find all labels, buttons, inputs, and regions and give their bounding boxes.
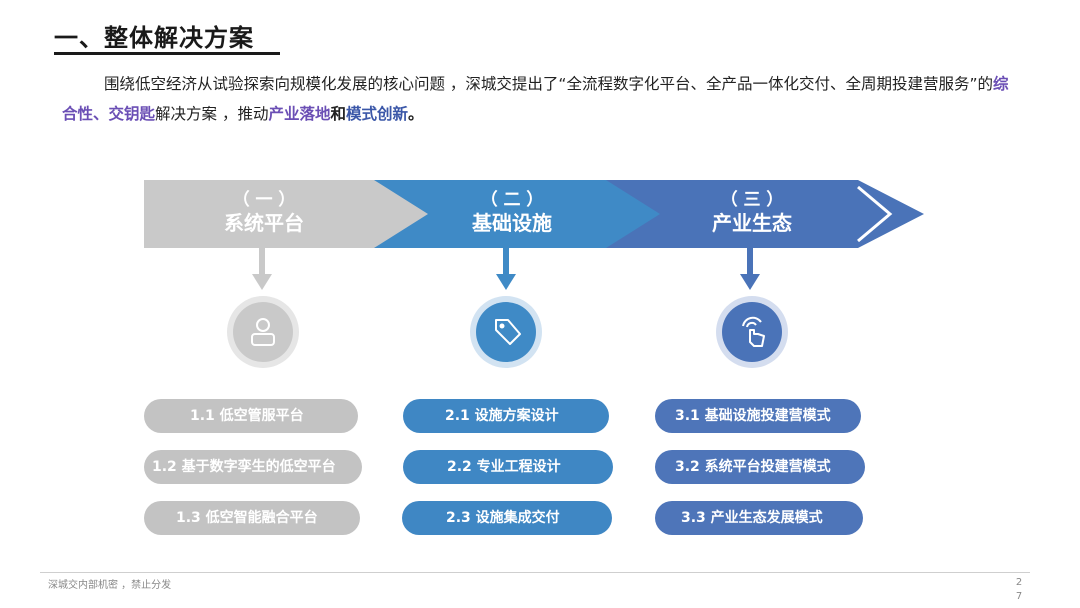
infra-item-2: 2.2 专业工程设计 — [403, 450, 613, 484]
ecology-circle — [716, 296, 788, 368]
phase-name: 系统平台 — [224, 211, 304, 235]
page-title: 一、整体解决方案 — [54, 24, 254, 52]
tag-icon — [495, 319, 521, 345]
platform-item-3: 1.3 低空智能融合平台 — [144, 501, 360, 535]
infra-item-1: 2.1 设施方案设计 — [403, 399, 609, 433]
intro-highlight-innovation: 模式创新 — [345, 105, 408, 123]
phase-number: （ 一 ） — [232, 190, 296, 210]
phase-name: 产业生态 — [712, 211, 792, 235]
phase-label-platform: （ 一 ） 系统平台 — [196, 190, 332, 236]
item-label: 2.3 设施集成交付 — [446, 510, 560, 526]
item-label: 1.2 基于数字孪生的低空平台 — [152, 459, 336, 475]
item-label: 3.3 产业生态发展模式 — [681, 510, 823, 526]
infra-circle — [470, 296, 542, 368]
intro-paragraph: 围绕低空经济从试验探索向规模化发展的核心问题 ，深城交提出了“全流程数字化平台、… — [62, 69, 1022, 129]
item-label: 2.1 设施方案设计 — [445, 408, 559, 424]
touch-icon — [742, 316, 765, 347]
ecology-item-2: 3.2 系统平台投建营模式 — [655, 450, 865, 484]
phase-label-ecology: （ 三 ） 产业生态 — [684, 190, 820, 236]
platform-item-1: 1.1 低空管服平台 — [144, 399, 358, 433]
user-icon — [251, 318, 275, 346]
intro-highlight-landing: 产业落地 — [268, 105, 331, 123]
intro-text-1: 围绕低空经济从试验探索向规模化发展的核心问题 ，深城交提出了“全流程数字化平台、… — [104, 75, 993, 93]
down-arrow-platform — [252, 248, 272, 290]
infra-item-3: 2.3 设施集成交付 — [402, 501, 612, 535]
intro-highlight-turnkey: 综合性、交钥匙 — [62, 75, 1009, 123]
down-arrow-ecology — [740, 248, 760, 290]
item-label: 3.1 基础设施投建营模式 — [675, 408, 831, 424]
phase-arrow-platform — [144, 180, 436, 248]
ecology-item-3: 3.3 产业生态发展模式 — [655, 501, 863, 535]
platform-circle — [227, 296, 299, 368]
down-arrow-infra — [496, 248, 516, 290]
item-label: 1.1 低空管服平台 — [190, 408, 304, 424]
item-label: 1.3 低空智能融合平台 — [176, 510, 318, 526]
phase-number: （ 三 ） — [720, 190, 784, 210]
item-label: 2.2 专业工程设计 — [447, 459, 561, 475]
phase-arrow-infra — [374, 180, 672, 248]
arrow-tip-detail — [857, 185, 893, 243]
page-title-block: 一、整体解决方案 — [54, 18, 284, 55]
item-label: 3.2 系统平台投建营模式 — [675, 459, 831, 475]
platform-item-2: 1.2 基于数字孪生的低空平台 — [144, 450, 362, 484]
phase-number: （ 二 ） — [480, 190, 544, 210]
intro-text-2: 解决方案 ，推动 — [155, 105, 269, 123]
page-number: 27 — [1015, 577, 1023, 602]
ecology-item-1: 3.1 基础设施投建营模式 — [655, 399, 861, 433]
footer-divider — [40, 572, 1030, 573]
intro-text-3: 和 — [330, 105, 346, 123]
intro-text-4: 。 — [408, 105, 424, 123]
phase-label-infra: （ 二 ） 基础设施 — [444, 190, 580, 236]
footer-confidential: 深城交内部机密 ，禁止分发 — [48, 580, 172, 591]
title-underline — [54, 52, 280, 55]
phase-name: 基础设施 — [472, 211, 552, 235]
phase-arrow-ecology — [606, 180, 924, 248]
